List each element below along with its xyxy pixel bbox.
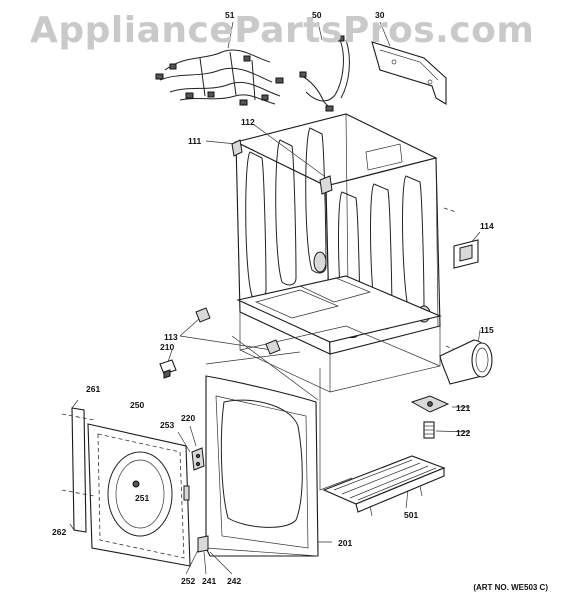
callout-122: 122 — [456, 428, 471, 438]
callout-242: 242 — [227, 576, 242, 586]
callout-113: 113 — [164, 332, 178, 342]
drying-rack-part[interactable] — [322, 455, 446, 517]
callout-112: 112 — [241, 117, 255, 127]
door-hinge-part[interactable] — [177, 425, 205, 471]
control-bracket-part[interactable] — [371, 21, 447, 105]
callout-241: 241 — [202, 576, 217, 586]
vent-plate-part[interactable] — [453, 239, 479, 269]
leg-bracket-part[interactable] — [195, 307, 281, 355]
callout-50: 50 — [312, 10, 322, 20]
callout-111: 111 — [188, 136, 202, 146]
door-lower-hardware-part[interactable] — [185, 535, 233, 575]
door-switch-part[interactable] — [159, 359, 177, 379]
callout-210: 210 — [160, 342, 175, 352]
callout-115: 115 — [480, 325, 494, 335]
wire-harness-part[interactable] — [155, 21, 284, 106]
callout-252: 252 — [181, 576, 196, 586]
corner-bracket-part[interactable] — [231, 139, 333, 195]
wire-harness-small-part[interactable] — [299, 21, 350, 112]
callout-220: 220 — [181, 413, 196, 423]
callout-253: 253 — [160, 420, 175, 430]
dryer-cabinet — [234, 113, 442, 355]
callout-30: 30 — [375, 10, 385, 20]
leader-lines — [167, 123, 481, 543]
front-panel-part[interactable] — [205, 375, 319, 557]
callout-114: 114 — [480, 221, 494, 231]
callout-262: 262 — [52, 527, 67, 537]
callout-501: 501 — [404, 510, 419, 520]
watermark-text: AppliancePartsPros.com — [30, 10, 535, 51]
callout-51: 51 — [225, 10, 235, 20]
art-number: (ART NO. WE503 C) — [473, 583, 548, 592]
callout-250: 250 — [130, 400, 145, 410]
callout-201: 201 — [338, 538, 353, 548]
exhaust-duct-part[interactable] — [439, 339, 493, 385]
callout-251: 251 — [135, 493, 150, 503]
door-seal-part[interactable] — [61, 399, 95, 533]
callout-121: 121 — [456, 403, 471, 413]
callout-261: 261 — [86, 384, 101, 394]
leveling-leg-part[interactable] — [410, 395, 450, 439]
